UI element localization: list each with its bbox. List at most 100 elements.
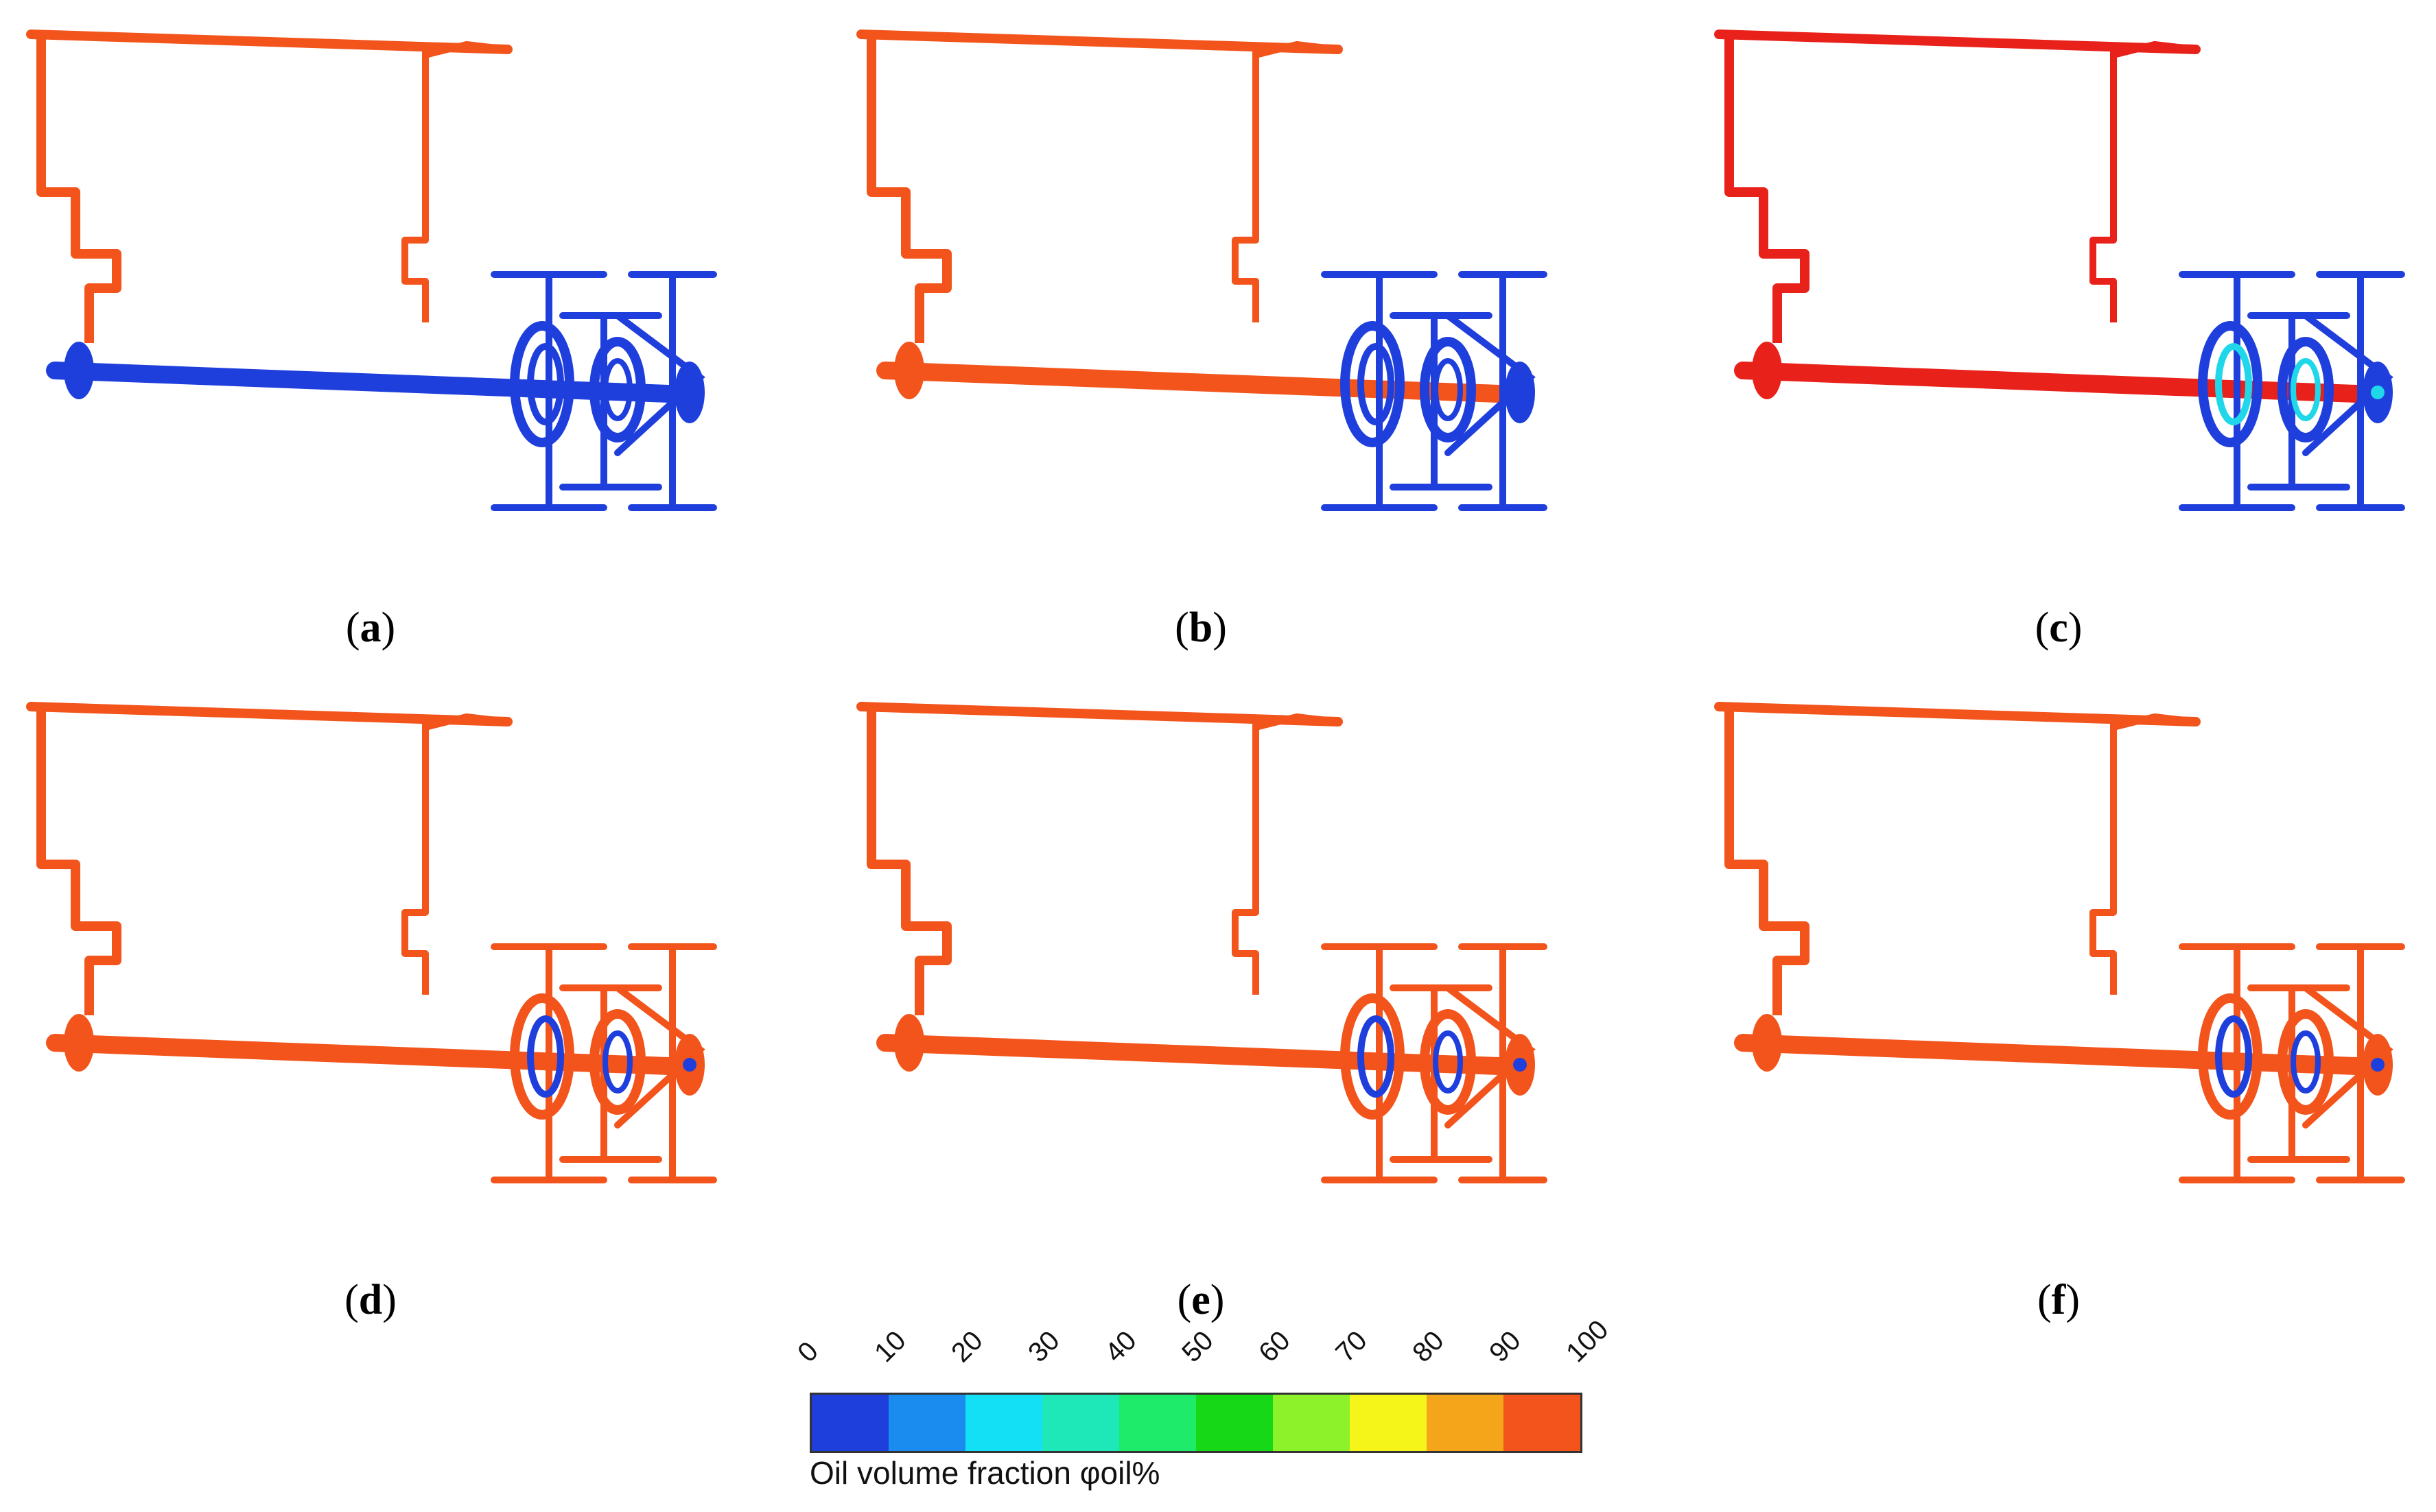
colorbar-tick-label: 0 bbox=[792, 1336, 825, 1369]
gear-ring-1 bbox=[510, 321, 574, 447]
input-flange bbox=[1752, 1014, 1782, 1072]
input-flange bbox=[894, 1014, 924, 1072]
gear-support-strut bbox=[1458, 271, 1547, 511]
colorbar-title: Oil volume fraction φoil% bbox=[810, 1455, 1160, 1491]
gear-support-strut bbox=[628, 271, 717, 511]
main-shaft bbox=[876, 1034, 1525, 1076]
oil-channel-top bbox=[26, 702, 513, 727]
gear-ring-2-inner bbox=[2291, 358, 2321, 421]
oil-channel-right bbox=[1232, 45, 1259, 322]
oil-channel-top bbox=[1714, 29, 2201, 54]
panel-label-a: (a) bbox=[345, 604, 396, 651]
gear-ring-2-inner bbox=[602, 1030, 633, 1094]
gear-ring-2-inner bbox=[1433, 1030, 1463, 1094]
input-flange bbox=[64, 342, 94, 399]
oil-channel-right bbox=[2089, 45, 2117, 322]
gear-support-strut bbox=[2179, 271, 2295, 511]
gear-ring-2-inner bbox=[1433, 358, 1463, 421]
gear-ring-1 bbox=[1340, 993, 1405, 1120]
colorbar-segment bbox=[965, 1395, 1042, 1451]
oil-channel-corner bbox=[424, 713, 508, 731]
colorbar bbox=[810, 1393, 1582, 1453]
oil-channel-left bbox=[867, 707, 952, 1015]
gear-support-strut bbox=[1321, 271, 1438, 511]
output-hub bbox=[2371, 1058, 2385, 1072]
panel-label-b: (b) bbox=[1175, 604, 1227, 651]
oil-channel-left bbox=[36, 34, 121, 343]
gear-ring-2-inner bbox=[602, 358, 633, 421]
gearbox-oil-distribution-a bbox=[26, 29, 717, 511]
panel-label-f: (f) bbox=[2037, 1277, 2080, 1323]
panel-label-e: (e) bbox=[1177, 1277, 1225, 1323]
gearbox-oil-distribution-c bbox=[1714, 29, 2405, 511]
gear-ring-2 bbox=[2277, 1009, 2334, 1115]
oil-channel-left bbox=[1724, 34, 1810, 343]
panel-a: (a) bbox=[14, 14, 727, 651]
gear-support-strut bbox=[2316, 271, 2405, 511]
colorbar-tick-label: 80 bbox=[1407, 1325, 1450, 1369]
oil-channel-left bbox=[1724, 707, 1810, 1015]
gear-ring-2-inner bbox=[2291, 1030, 2321, 1094]
main-shaft bbox=[1734, 1034, 2383, 1076]
gear-support-strut bbox=[491, 271, 607, 511]
output-hub bbox=[683, 1058, 696, 1072]
colorbar-tick-label: 50 bbox=[1176, 1325, 1219, 1369]
colorbar-segment bbox=[1350, 1395, 1427, 1451]
gear-ring-1-inner bbox=[527, 1015, 564, 1098]
colorbar-segment bbox=[1196, 1395, 1273, 1451]
oil-channel-right bbox=[1232, 717, 1259, 995]
gear-ring-2 bbox=[1420, 337, 1476, 442]
colorbar-tick-label: 100 bbox=[1560, 1314, 1615, 1369]
oil-channel-top bbox=[856, 702, 1343, 727]
main-shaft bbox=[46, 362, 695, 403]
input-flange bbox=[1752, 342, 1782, 399]
oil-channel-top bbox=[26, 29, 513, 54]
gear-ring-1-inner bbox=[2215, 343, 2252, 425]
panel-e: (e) bbox=[844, 686, 1558, 1323]
output-hub bbox=[1513, 386, 1527, 399]
gear-support-strut bbox=[628, 943, 717, 1183]
panel-d: (d) bbox=[14, 686, 727, 1323]
gear-support-strut bbox=[1458, 943, 1547, 1183]
panel-c: (c) bbox=[1702, 14, 2415, 651]
oil-channel-corner bbox=[1254, 713, 1339, 731]
gear-ring-1 bbox=[1340, 321, 1405, 447]
oil-channel-corner bbox=[2112, 713, 2197, 731]
gear-ring-1-inner bbox=[1357, 343, 1394, 425]
colorbar-segment bbox=[1273, 1395, 1350, 1451]
colorbar-tick-label: 10 bbox=[869, 1325, 912, 1369]
colorbar-tick-label: 60 bbox=[1253, 1325, 1296, 1369]
gear-ring-2 bbox=[1420, 1009, 1476, 1115]
oil-channel-left bbox=[867, 34, 952, 343]
oil-channel-left bbox=[36, 707, 121, 1015]
oil-channel-right bbox=[401, 45, 429, 322]
colorbar-segment bbox=[1503, 1395, 1580, 1451]
output-hub bbox=[1513, 1058, 1527, 1072]
gear-support-strut bbox=[2316, 943, 2405, 1183]
gear-ring-1 bbox=[510, 993, 574, 1120]
gear-ring-1 bbox=[2198, 993, 2262, 1120]
gear-support-strut bbox=[2179, 943, 2295, 1183]
gear-ring-1-inner bbox=[2215, 1015, 2252, 1098]
colorbar-tick-label: 70 bbox=[1330, 1325, 1373, 1369]
colorbar-tick-label: 90 bbox=[1484, 1325, 1527, 1369]
colorbar-tick-label: 30 bbox=[1022, 1325, 1066, 1369]
oil-channel-right bbox=[401, 717, 429, 995]
gearbox-oil-distribution-b bbox=[856, 29, 1547, 511]
colorbar-segment bbox=[1042, 1395, 1119, 1451]
colorbar-segment bbox=[889, 1395, 965, 1451]
input-flange bbox=[64, 1014, 94, 1072]
main-shaft bbox=[876, 362, 1525, 403]
panel-label-c: (c) bbox=[2035, 604, 2083, 651]
gear-support-strut bbox=[491, 943, 607, 1183]
gear-ring-2 bbox=[589, 337, 646, 442]
colorbar-segment bbox=[1119, 1395, 1196, 1451]
main-shaft bbox=[1734, 362, 2383, 403]
input-flange bbox=[894, 342, 924, 399]
panel-label-d: (d) bbox=[344, 1277, 397, 1323]
gear-ring-2 bbox=[589, 1009, 646, 1115]
colorbar-tick-label: 20 bbox=[946, 1325, 989, 1369]
main-shaft bbox=[46, 1034, 695, 1076]
colorbar-segment bbox=[812, 1395, 889, 1451]
